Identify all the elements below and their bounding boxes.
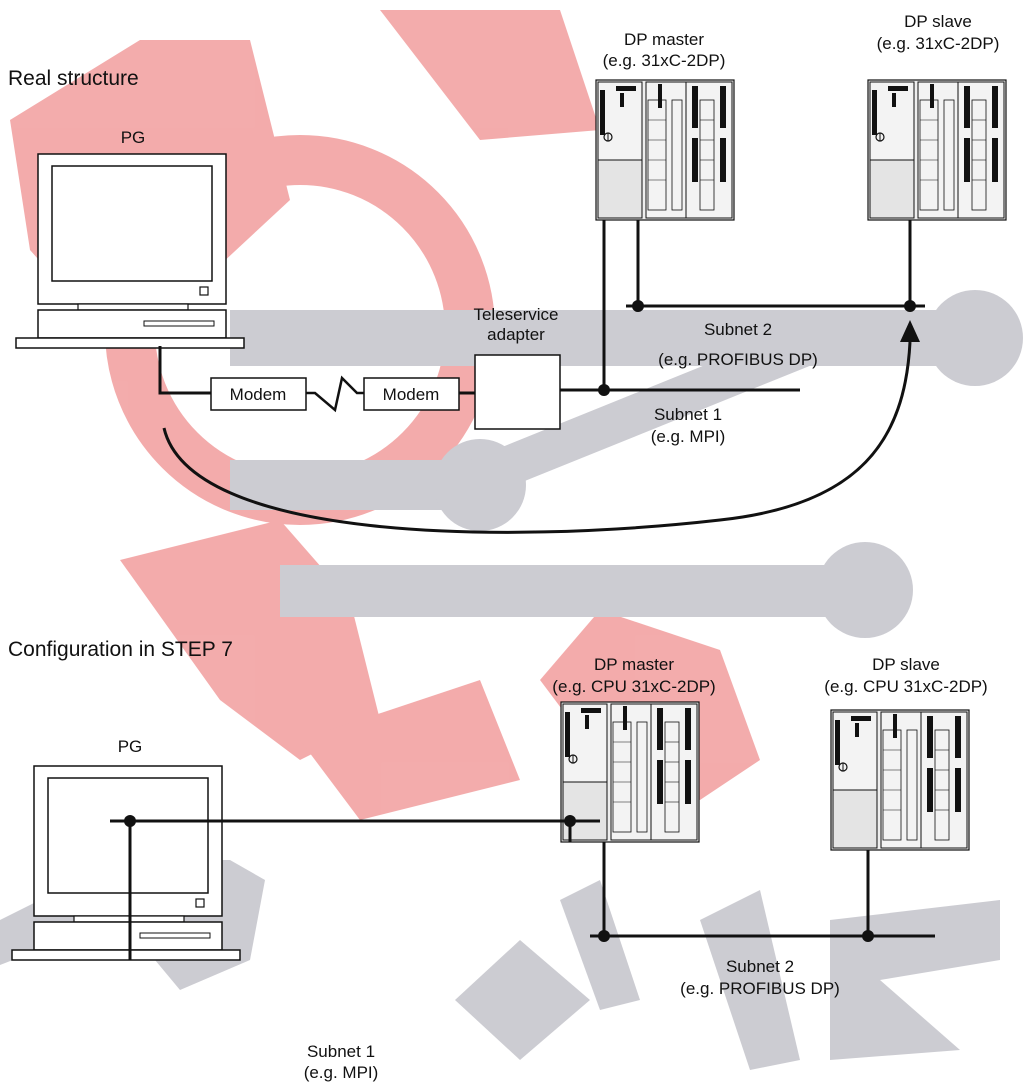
config-subnet1-type: (e.g. MPI) [304, 1063, 379, 1082]
real-pg-label: PG [121, 128, 146, 147]
real-subnet2-junction-master [632, 300, 644, 312]
config-section: Configuration in STEP 7 PG DP master (e.… [8, 638, 988, 1082]
real-pg-cable [158, 346, 211, 395]
real-adapter-label-line2: adapter [487, 325, 545, 344]
real-subnet1-type: (e.g. MPI) [651, 427, 726, 446]
real-subnet2-title: Subnet 2 [704, 320, 772, 339]
real-subnet1-title: Subnet 1 [654, 405, 722, 424]
config-pg-computer-icon [11, 765, 241, 961]
config-subnet2-junction-master [598, 930, 610, 942]
real-teleservice-adapter [474, 354, 561, 430]
config-dp-slave-plc-icon [830, 709, 970, 851]
config-subnet1-title: Subnet 1 [307, 1042, 375, 1061]
real-routing-path-arrow [162, 341, 912, 534]
config-subnet2-junction-slave [862, 930, 874, 942]
real-slave-title: DP slave [904, 12, 972, 31]
real-routing-arrowhead-icon [900, 320, 920, 342]
config-slave-title: DP slave [872, 655, 940, 674]
config-subnet2-type: (e.g. PROFIBUS DP) [680, 979, 840, 998]
real-subnet1-junction [598, 384, 610, 396]
config-slave-model: (e.g. CPU 31xC-2DP) [824, 677, 987, 696]
config-subnet1-junction-master [564, 815, 576, 827]
real-structure-heading: Real structure [8, 67, 139, 90]
config-subnet1-junction-pg [124, 815, 136, 827]
config-pg-label: PG [118, 737, 143, 756]
real-master-model: (e.g. 31xC-2DP) [603, 51, 726, 70]
config-subnet2-title: Subnet 2 [726, 957, 794, 976]
circuit-trace-icon [230, 290, 1023, 638]
real-slave-model: (e.g. 31xC-2DP) [877, 34, 1000, 53]
real-structure-section: Real structure PG DP master (e.g. 31xC-2… [8, 12, 1007, 534]
real-subnet2-junction-slave [904, 300, 916, 312]
real-adapter-label-line1: Teleservice [473, 305, 558, 324]
config-heading: Configuration in STEP 7 [8, 638, 233, 661]
real-subnet2-type: (e.g. PROFIBUS DP) [658, 350, 818, 369]
real-dp-slave-plc-icon [867, 79, 1007, 221]
real-master-title: DP master [624, 30, 704, 49]
real-modem-2-label: Modem [383, 385, 440, 404]
real-telephone-link-icon [306, 375, 364, 413]
real-modem-1-label: Modem [230, 385, 287, 404]
real-pg-computer-icon [15, 153, 245, 349]
config-master-title: DP master [594, 655, 674, 674]
real-dp-master-plc-icon [595, 79, 735, 221]
real-modem-2 [363, 377, 460, 411]
config-master-model: (e.g. CPU 31xC-2DP) [552, 677, 715, 696]
